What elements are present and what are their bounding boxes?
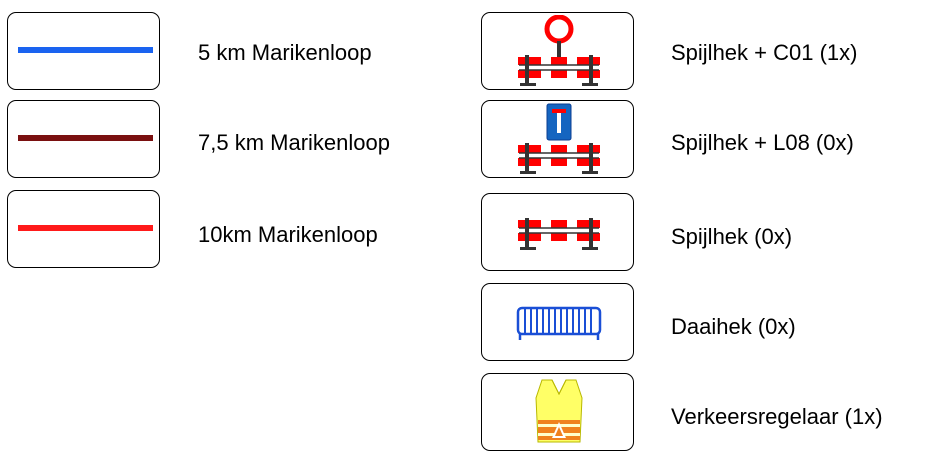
route-line-10km bbox=[18, 225, 153, 231]
route-swatch-5km bbox=[7, 12, 160, 90]
safety-vest-icon bbox=[532, 378, 586, 444]
barrier-with-no-entry-sign-icon bbox=[517, 15, 601, 87]
route-label-5km: 5 km Marikenloop bbox=[198, 40, 372, 65]
route-label-10km: 10km Marikenloop bbox=[198, 222, 378, 247]
barrier-icon bbox=[517, 214, 601, 254]
route-swatch-10km bbox=[7, 190, 160, 268]
route-line-5km bbox=[18, 47, 153, 53]
barrier-c01-symbol-box bbox=[481, 12, 634, 90]
barrier-l08-label: Spijlhek + L08 (0x) bbox=[671, 130, 854, 155]
barrier-c01-label: Spijlhek + C01 (1x) bbox=[671, 40, 858, 65]
route-line-7-5km bbox=[18, 135, 153, 141]
crowd-fence-icon bbox=[515, 306, 603, 342]
route-label-7-5km: 7,5 km Marikenloop bbox=[198, 130, 390, 155]
barrier-with-dead-end-sign-icon bbox=[517, 103, 601, 177]
barrier-l08-symbol-box bbox=[481, 100, 634, 178]
barrier-label: Spijlhek (0x) bbox=[671, 224, 793, 249]
traffic-controller-symbol-box bbox=[481, 373, 634, 451]
route-swatch-7-5km bbox=[7, 100, 160, 178]
crowd-fence-symbol-box bbox=[481, 283, 634, 361]
crowd-fence-label: Daaihek (0x) bbox=[671, 314, 796, 339]
barrier-symbol-box bbox=[481, 193, 634, 271]
traffic-controller-label: Verkeersregelaar (1x) bbox=[671, 404, 883, 429]
